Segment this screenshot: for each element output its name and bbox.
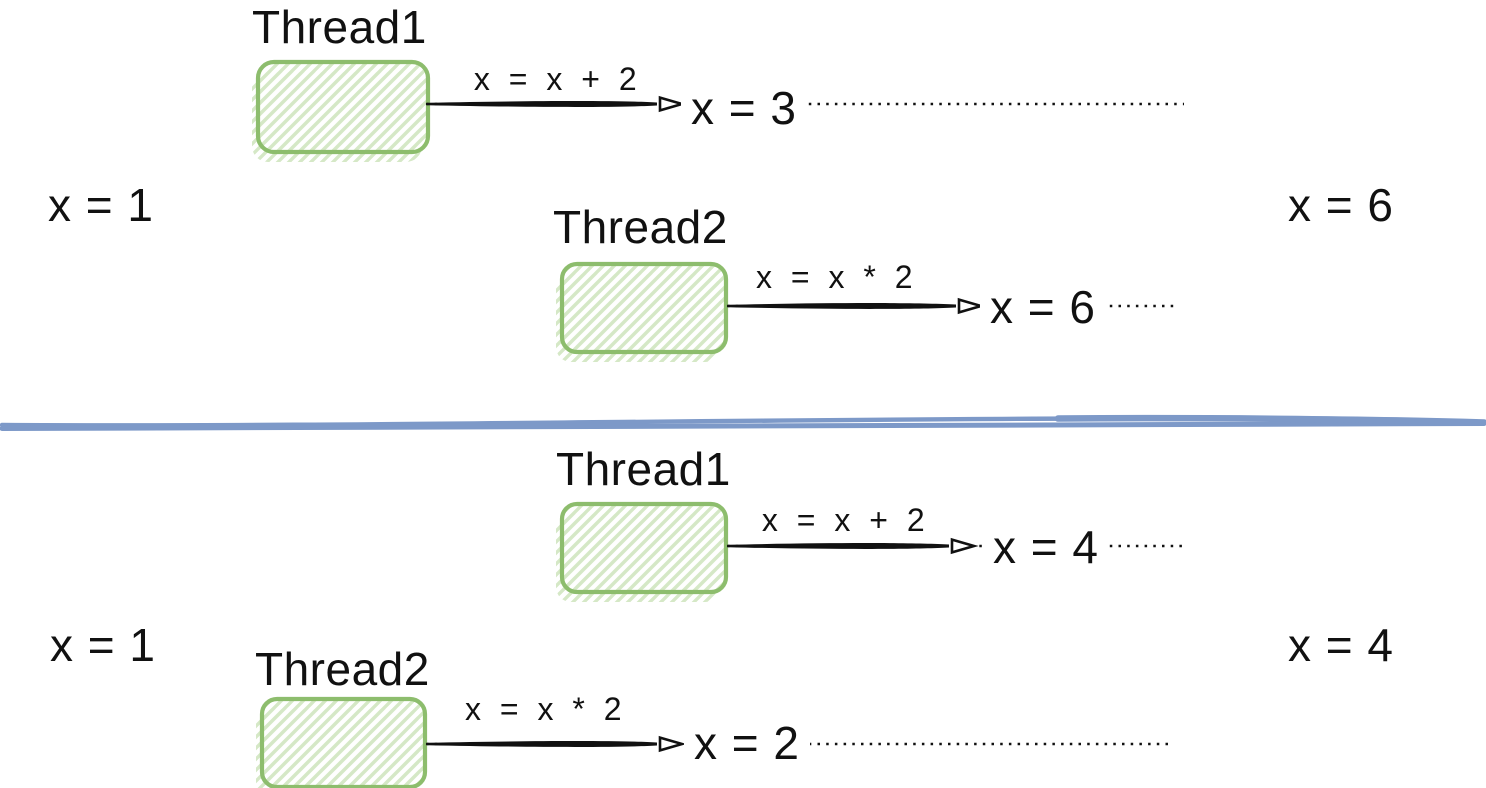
scenario2-thread2-name: Thread2: [255, 643, 430, 695]
scenario2-initial-value: x = 1: [50, 619, 157, 671]
scenario1-thread1-result: x = 3: [681, 85, 808, 131]
scenario2-thread2-result: x = 2: [684, 720, 811, 766]
thread-box-body: [559, 261, 729, 355]
thread-box-body: [255, 59, 431, 155]
scenario2-thread1-arrow-lane: [727, 537, 1184, 555]
scenario2-thread2-operation: x = x * 2: [465, 691, 625, 727]
scenario2-thread1-box: [556, 501, 729, 602]
arrow-shaft: [728, 543, 949, 549]
arrow-shaft: [427, 101, 657, 107]
section-divider: [0, 414, 1486, 432]
scenario1-thread1-name: Thread1: [252, 1, 427, 53]
scenario2-final-value: x = 4: [1288, 619, 1395, 671]
scenario1-thread1-arrow-lane: [426, 95, 1184, 113]
arrow-head-icon: [950, 537, 979, 555]
arrow-head-icon: [957, 297, 986, 315]
scenario1-thread2-operation: x = x * 2: [756, 259, 916, 295]
arrow-shaft: [427, 741, 657, 747]
scenario1-final-value: x = 6: [1288, 179, 1395, 231]
scenario1-thread2-result: x = 6: [980, 284, 1107, 330]
scenario2-thread1-name: Thread1: [556, 443, 731, 495]
arrow-head-icon: [658, 735, 687, 753]
scenario1-initial-value: x = 1: [48, 179, 155, 231]
scenario1-thread1-operation: x = x + 2: [473, 61, 641, 97]
scenario2-thread1-operation: x = x + 2: [761, 502, 929, 538]
divider-stroke: [1054, 414, 1486, 426]
thread-box-body: [559, 501, 729, 595]
scenario1-thread1-box: [252, 59, 431, 162]
scenario1-thread2-box: [556, 261, 729, 362]
arrow-shaft: [728, 303, 956, 309]
arrow-head-icon: [658, 95, 687, 113]
scenario1-thread2-name: Thread2: [553, 201, 728, 253]
scenario2-thread2-arrow-lane: [426, 735, 1170, 753]
divider-stroke: [0, 416, 1085, 428]
scenario2-thread2-box: [256, 696, 428, 788]
thread-box-body: [259, 696, 428, 788]
scenario2-thread1-result: x = 4: [983, 524, 1110, 570]
